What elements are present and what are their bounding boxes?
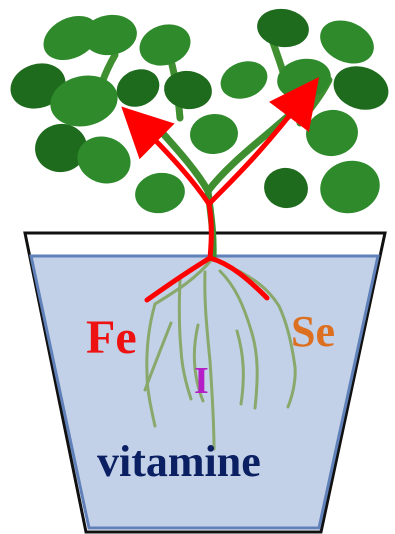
- leaf-cluster-right: [255, 6, 395, 220]
- vitamin-label: vitamine: [97, 440, 261, 484]
- iodine-label: I: [194, 362, 209, 400]
- plant-icon: [5, 6, 395, 258]
- leaf-cluster-left: [5, 7, 166, 191]
- iron-label: Fe: [86, 314, 137, 362]
- selenium-label: Se: [291, 310, 335, 354]
